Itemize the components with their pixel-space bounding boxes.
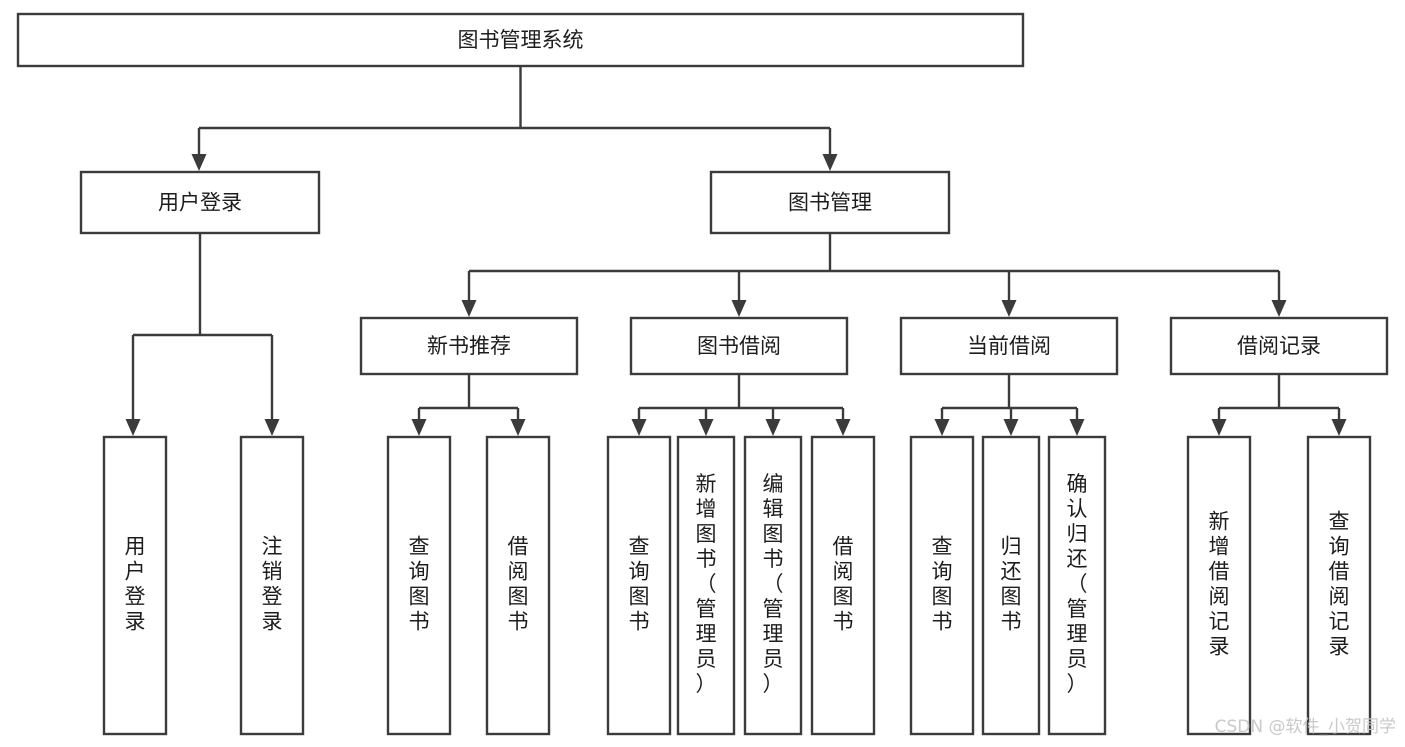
node-label: 用户登录	[125, 535, 146, 634]
node-bb-edit-book[interactable]: 编辑图书（管理员）	[743, 435, 803, 736]
node-root[interactable]: 图书管理系统	[16, 12, 1025, 68]
node-label: 查询借阅记录	[1329, 510, 1350, 659]
node-box	[676, 435, 736, 736]
node-label: 注销登录	[262, 535, 283, 634]
node-box	[1169, 316, 1389, 376]
node-label: 借阅记录	[1237, 334, 1321, 358]
node-box	[909, 435, 975, 736]
arrow-head-icon	[1211, 419, 1227, 436]
node-br-add-record[interactable]: 新增借阅记录	[1186, 435, 1252, 736]
arrow-head-icon	[411, 419, 427, 436]
node-bb-query-book[interactable]: 查询图书	[606, 435, 672, 736]
node-user-login-do[interactable]: 用户登录	[102, 435, 168, 736]
arrow-head-icon	[1001, 300, 1017, 317]
node-box	[899, 316, 1119, 376]
node-user-login[interactable]: 用户登录	[79, 170, 321, 235]
arrow-head-icon	[631, 419, 647, 436]
node-label: 用户登录	[158, 191, 242, 215]
node-box	[79, 170, 321, 235]
node-box	[629, 316, 849, 376]
node-label: 图书借阅	[697, 334, 781, 358]
arrow-head-icon	[191, 154, 207, 171]
arrow-head-icon	[765, 419, 781, 436]
arrow-head-icon	[264, 419, 280, 436]
node-nbr-borrow-book[interactable]: 借阅图书	[485, 435, 551, 736]
node-nbr-query-book[interactable]: 查询图书	[386, 435, 452, 736]
node-label: 归还图书	[1001, 535, 1022, 634]
arrow-head-icon	[731, 300, 747, 317]
node-label: 查询图书	[629, 535, 650, 634]
arrow-head-icon	[125, 419, 141, 436]
node-box	[810, 435, 876, 736]
node-label: 图书管理系统	[458, 28, 584, 52]
node-br-query-record[interactable]: 查询借阅记录	[1306, 435, 1372, 736]
arrow-head-icon	[822, 154, 838, 171]
arrow-head-icon	[1271, 300, 1287, 317]
arrow-head-icon	[1003, 419, 1019, 436]
node-box	[709, 170, 951, 235]
node-box	[359, 316, 579, 376]
node-label: 新书推荐	[427, 334, 511, 358]
connector-layer	[125, 66, 1347, 436]
arrow-head-icon	[835, 419, 851, 436]
node-current-borrow[interactable]: 当前借阅	[899, 316, 1119, 376]
node-label: 当前借阅	[967, 334, 1051, 358]
arrow-head-icon	[934, 419, 950, 436]
node-box	[981, 435, 1041, 736]
node-label: 新增借阅记录	[1209, 510, 1230, 659]
node-borrow-record[interactable]: 借阅记录	[1169, 316, 1389, 376]
node-box	[102, 435, 168, 736]
node-label: 查询图书	[409, 535, 430, 634]
node-box	[485, 435, 551, 736]
node-label: 编辑图书（管理员）	[763, 472, 784, 696]
node-box	[386, 435, 452, 736]
node-box	[16, 12, 1025, 68]
node-label: 借阅图书	[508, 535, 529, 634]
node-label: 借阅图书	[833, 535, 854, 634]
node-user-logout[interactable]: 注销登录	[239, 435, 305, 736]
node-book-manage[interactable]: 图书管理	[709, 170, 951, 235]
node-book-borrow[interactable]: 图书借阅	[629, 316, 849, 376]
node-cb-confirm-return[interactable]: 确认归还（管理员）	[1047, 435, 1107, 736]
arrow-head-icon	[461, 300, 477, 317]
arrow-head-icon	[1069, 419, 1085, 436]
node-box	[606, 435, 672, 736]
node-label: 确认归还（管理员）	[1067, 472, 1088, 696]
node-label: 查询图书	[932, 535, 953, 634]
node-cb-return-book[interactable]: 归还图书	[981, 435, 1041, 736]
arrow-head-icon	[510, 419, 526, 436]
node-box	[239, 435, 305, 736]
arrow-head-icon	[1331, 419, 1347, 436]
node-cb-query-book[interactable]: 查询图书	[909, 435, 975, 736]
node-box	[743, 435, 803, 736]
node-bb-add-book[interactable]: 新增图书（管理员）	[676, 435, 736, 736]
csdn-watermark: CSDN @软件_小贺同学	[1215, 717, 1396, 737]
node-new-book-recommend[interactable]: 新书推荐	[359, 316, 579, 376]
node-label: 新增图书（管理员）	[696, 472, 717, 696]
node-layer: 图书管理系统用户登录用户登录注销登录图书管理新书推荐查询图书借阅图书图书借阅查询…	[16, 12, 1389, 736]
node-bb-borrow-book[interactable]: 借阅图书	[810, 435, 876, 736]
node-label: 图书管理	[788, 191, 872, 215]
node-box	[1047, 435, 1107, 736]
node-box	[1306, 435, 1372, 736]
node-box	[1186, 435, 1252, 736]
arrow-head-icon	[698, 419, 714, 436]
